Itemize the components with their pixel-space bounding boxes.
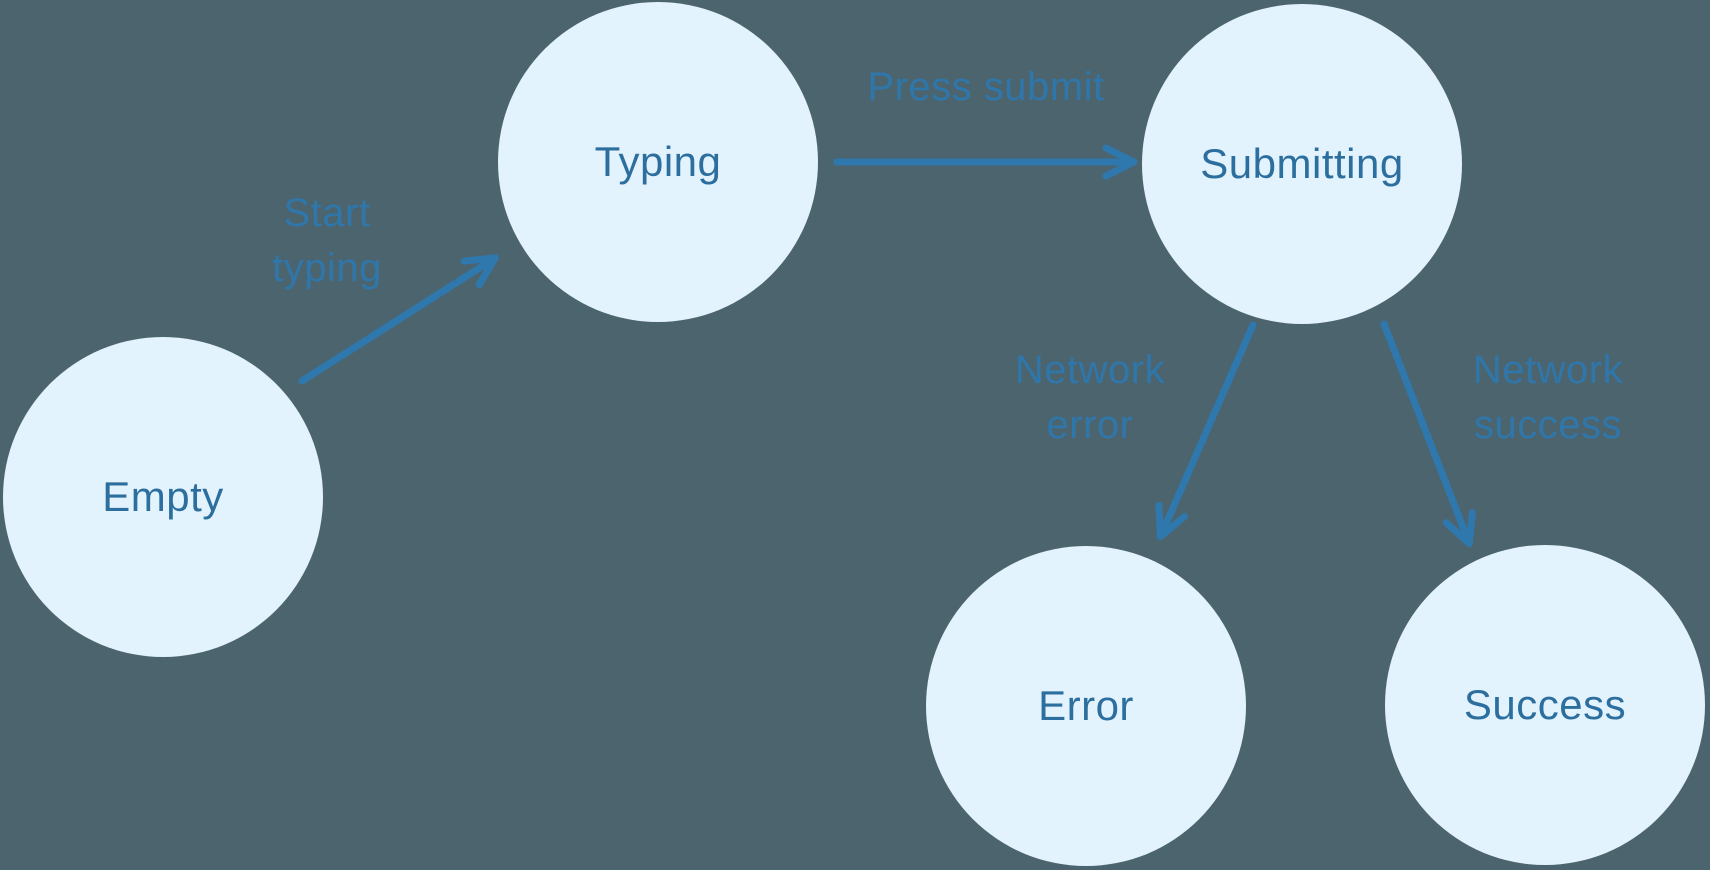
transition-label-line: success: [1473, 403, 1622, 447]
transition-label-line: Network: [1472, 348, 1624, 392]
arrow-empty-to-typing: [298, 254, 499, 385]
state-label-submitting: Submitting: [1200, 140, 1404, 187]
transition-label-line: Start: [283, 191, 371, 235]
transition-label-network-error: Network error: [1015, 343, 1165, 453]
transition-label-line: Press submit: [867, 65, 1105, 109]
state-label-success: Success: [1463, 681, 1627, 728]
state-node-typing[interactable]: Typing: [498, 2, 818, 322]
transition-label-line: error: [1046, 403, 1134, 447]
transition-label-line: typing: [272, 246, 382, 290]
state-node-submitting[interactable]: Submitting: [1142, 4, 1462, 324]
state-node-empty[interactable]: Empty: [3, 337, 323, 657]
state-node-success[interactable]: Success: [1385, 545, 1705, 865]
state-label-error: Error: [1038, 682, 1134, 729]
transition-label-start-typing: Start typing: [272, 186, 382, 296]
transition-label-press-submit: Press submit: [867, 60, 1104, 115]
state-label-typing: Typing: [594, 138, 722, 185]
state-label-empty: Empty: [102, 473, 224, 520]
arrow-submitting-to-error: [1155, 321, 1257, 541]
arrow-submitting-to-success: [1380, 320, 1476, 548]
transition-label-line: Network: [1014, 348, 1166, 392]
transition-label-network-success: Network success: [1473, 343, 1623, 453]
state-node-error[interactable]: Error: [926, 546, 1246, 866]
